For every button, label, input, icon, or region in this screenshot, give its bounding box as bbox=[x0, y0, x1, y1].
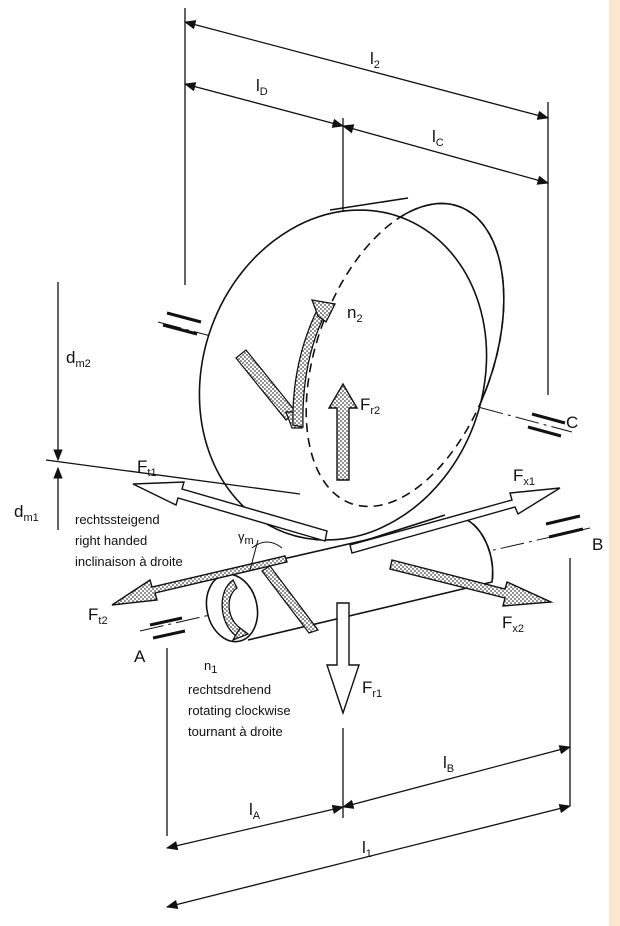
dimension-lines-bottom bbox=[165, 558, 572, 909]
label-lB: lB bbox=[443, 753, 454, 775]
label-dm2: dm2 bbox=[66, 348, 91, 370]
wheel-axis-height-reference bbox=[45, 459, 301, 495]
label-bearing-b: B bbox=[592, 535, 603, 554]
dimension-lines-left bbox=[45, 282, 301, 530]
n2-rotation-arrow bbox=[292, 299, 336, 428]
Ft1-force-arrow bbox=[132, 481, 328, 542]
label-Ft1: Ft1 bbox=[137, 457, 157, 479]
helix-note-de: rechtssteigend bbox=[75, 512, 160, 527]
lC-dimension-line bbox=[341, 124, 550, 185]
rotation-note-de: rechtsdrehend bbox=[188, 682, 271, 697]
label-lD: lD bbox=[256, 76, 268, 98]
bearing-symbol-b bbox=[545, 514, 584, 539]
Fr1-force-arrow bbox=[326, 602, 360, 716]
Fr2-force-arrow bbox=[327, 382, 359, 481]
label-l2: l2 bbox=[370, 49, 380, 71]
label-lA: lA bbox=[249, 800, 261, 822]
rotation-note-en: rotating clockwise bbox=[188, 703, 291, 718]
label-l1: l1 bbox=[362, 838, 372, 860]
worm-wheel bbox=[198, 197, 505, 544]
bearing-symbol-c bbox=[527, 412, 566, 438]
label-Fr2: Fr2 bbox=[360, 395, 380, 417]
label-n1: n1 bbox=[204, 658, 217, 676]
lD-dimension-line bbox=[183, 82, 345, 128]
Fx2-force-arrow bbox=[389, 559, 554, 607]
bearing-symbol-a bbox=[149, 616, 186, 640]
label-Ft2: Ft2 bbox=[88, 605, 108, 627]
label-bearing-c: C bbox=[566, 413, 578, 432]
gamma-m-angle-arc bbox=[249, 539, 283, 571]
worm-thread-hatching bbox=[261, 565, 319, 634]
helix-note-fr: inclinaison à droite bbox=[75, 554, 183, 569]
n1-rotation-arrow bbox=[221, 579, 250, 642]
l2-dimension-line bbox=[183, 20, 550, 120]
label-Fx1: Fx1 bbox=[513, 466, 535, 488]
label-n2: n2 bbox=[347, 303, 363, 325]
helix-direction-note: rechtssteigend right handed inclinaison … bbox=[75, 512, 183, 569]
Ft2-force-arrow bbox=[111, 555, 288, 606]
label-dm1: dm1 bbox=[14, 502, 39, 524]
l1-dimension-line bbox=[165, 804, 572, 909]
label-gamma-m: γm bbox=[238, 529, 254, 547]
label-Fr1: Fr1 bbox=[362, 678, 382, 700]
rotation-direction-note: rechtsdrehend rotating clockwise tournan… bbox=[188, 682, 291, 739]
helix-note-en: right handed bbox=[75, 533, 147, 548]
lB-dimension-line bbox=[341, 745, 572, 809]
label-lC: lC bbox=[432, 127, 444, 149]
label-bearing-a: A bbox=[134, 647, 146, 666]
label-Fx2: Fx2 bbox=[502, 613, 524, 635]
Fx1-force-arrow bbox=[349, 487, 561, 554]
page-edge-strip bbox=[609, 0, 620, 926]
bearing-symbol-top-left bbox=[162, 311, 202, 336]
rotation-note-fr: tournant à droite bbox=[188, 724, 283, 739]
